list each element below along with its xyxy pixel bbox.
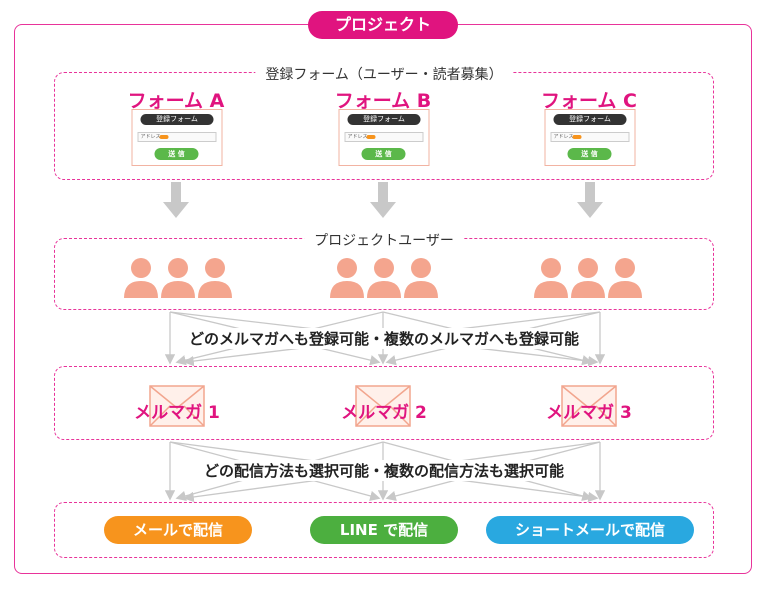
- form-a-down-arrow: [163, 182, 189, 218]
- project-badge: プロジェクト: [308, 11, 458, 39]
- users-section-label: プロジェクトユーザー: [304, 230, 464, 250]
- address-field[interactable]: アドレス: [550, 132, 630, 142]
- subscription-caption: どのメルマガへも登録可能・複数のメルマガへも登録可能: [184, 328, 584, 349]
- required-pill: [159, 135, 169, 139]
- person-icon: [534, 258, 568, 298]
- person-icon: [330, 258, 364, 298]
- person-icon: [608, 258, 642, 298]
- address-label: アドレス: [140, 134, 161, 140]
- newsletter-1-label: メルマガ 1: [134, 403, 220, 423]
- send-button[interactable]: 送 信: [361, 148, 406, 160]
- user-group-c: [534, 258, 642, 298]
- email-delivery-pill: メールで配信: [104, 516, 252, 544]
- send-button[interactable]: 送 信: [154, 148, 199, 160]
- envelope-icon-1: [149, 385, 205, 427]
- form-c-card: 登録フォーム アドレス 送 信: [544, 109, 636, 166]
- person-icon: [198, 258, 232, 298]
- form-c-title: フォーム C: [541, 90, 637, 112]
- person-icon: [571, 258, 605, 298]
- address-field[interactable]: アドレス: [137, 132, 217, 142]
- address-field[interactable]: アドレス: [344, 132, 424, 142]
- form-b-title: フォーム B: [334, 90, 432, 112]
- user-group-b: [330, 258, 438, 298]
- newsletter-3-label: メルマガ 3: [546, 403, 632, 423]
- address-label: アドレス: [347, 134, 368, 140]
- delivery-section: [54, 502, 714, 558]
- sms-delivery-pill: ショートメールで配信: [486, 516, 694, 544]
- form-card-title: 登録フォーム: [140, 114, 214, 125]
- form-a-card: 登録フォーム アドレス 送 信: [131, 109, 223, 166]
- person-icon: [404, 258, 438, 298]
- delivery-caption: どの配信方法も選択可能・複数の配信方法も選択可能: [199, 460, 569, 481]
- address-label: アドレス: [553, 134, 574, 140]
- newsletter-2-label: メルマガ 2: [341, 403, 427, 423]
- send-button[interactable]: 送 信: [567, 148, 612, 160]
- newsletters-section: [54, 366, 714, 440]
- envelope-icon-2: [355, 385, 411, 427]
- line-delivery-pill: LINE で配信: [310, 516, 458, 544]
- person-icon: [161, 258, 195, 298]
- form-b-down-arrow: [370, 182, 396, 218]
- form-b-card: 登録フォーム アドレス 送 信: [338, 109, 430, 166]
- forms-section-label: 登録フォーム（ユーザー・読者募集）: [255, 64, 513, 84]
- person-icon: [124, 258, 158, 298]
- required-pill: [572, 135, 582, 139]
- person-icon: [367, 258, 401, 298]
- form-card-title: 登録フォーム: [347, 114, 421, 125]
- user-group-a: [124, 258, 232, 298]
- required-pill: [366, 135, 376, 139]
- form-card-title: 登録フォーム: [553, 114, 627, 125]
- envelope-icon-3: [561, 385, 617, 427]
- form-c-down-arrow: [577, 182, 603, 218]
- form-a-title: フォーム A: [127, 90, 225, 112]
